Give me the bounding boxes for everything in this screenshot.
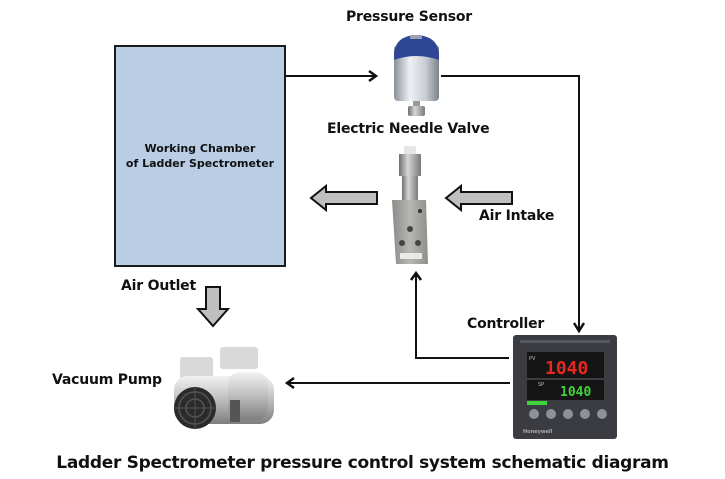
controller-sp-value: 1040 xyxy=(560,385,591,400)
pressure-sensor-image xyxy=(394,35,439,116)
diagram-title: Ladder Spectrometer pressure control sys… xyxy=(56,453,669,473)
flow-arrow-air-intake xyxy=(444,183,513,213)
line-controller-to-valve xyxy=(409,270,509,359)
working-chamber-label: Working Chamber of Ladder Spectrometer xyxy=(126,141,274,171)
working-chamber-label-line2: of Ladder Spectrometer xyxy=(125,157,275,170)
line-sensor-to-controller xyxy=(441,75,586,334)
flow-arrow-air-outlet xyxy=(195,286,231,328)
line-controller-to-pump xyxy=(284,376,510,390)
needle-valve-label: Electric Needle Valve xyxy=(327,121,490,137)
pressure-sensor-label: Pressure Sensor xyxy=(346,9,472,25)
controller-pv-label: PV xyxy=(529,356,536,362)
vacuum-pump-image xyxy=(174,347,274,429)
vacuum-pump-label: Vacuum Pump xyxy=(52,372,162,388)
controller-sp-label: SP xyxy=(538,382,544,388)
controller-label: Controller xyxy=(467,316,545,332)
needle-valve-image xyxy=(392,146,428,264)
working-chamber-box: Working Chamber of Ladder Spectrometer xyxy=(114,45,286,267)
air-outlet-label: Air Outlet xyxy=(121,278,196,294)
line-chamber-to-sensor xyxy=(286,69,379,83)
air-intake-label: Air Intake xyxy=(479,208,555,224)
controller-image: PV 1040 SP 1040 Honeywell xyxy=(513,335,617,439)
flow-arrow-valve-to-chamber xyxy=(309,183,378,213)
controller-pv-value: 1040 xyxy=(545,358,588,379)
working-chamber-label-line1: Working Chamber xyxy=(144,142,256,155)
controller-brand: Honeywell xyxy=(523,429,553,435)
